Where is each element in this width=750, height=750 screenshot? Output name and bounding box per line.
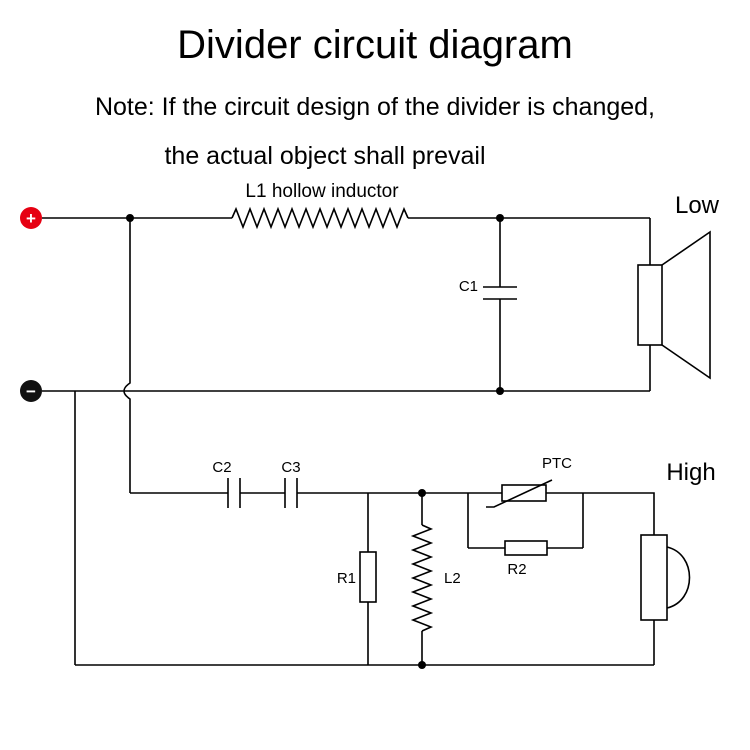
c2-capacitor-plates: [227, 478, 241, 508]
high-speaker-label: High: [666, 459, 715, 486]
c1-label: C1: [459, 278, 478, 295]
high-pass-section: C2 C3 R1 L2 PTC R2 High: [130, 455, 716, 665]
r2-resistor-body: [504, 540, 548, 556]
l2-inductor-coil: [410, 524, 434, 632]
ptc-label: PTC: [542, 455, 572, 472]
junction-dot: [496, 214, 504, 222]
minus-glyph: −: [26, 382, 36, 401]
junction-dot: [418, 489, 426, 497]
low-pass-section: L1 hollow inductor C1 Low: [42, 181, 720, 392]
note-line-1: Note: If the circuit design of the divid…: [95, 93, 655, 121]
l2-label: L2: [444, 570, 461, 587]
note-line-2: the actual object shall prevail: [164, 142, 485, 170]
plus-terminal-icon: [20, 207, 42, 229]
page-title: Divider circuit diagram: [177, 23, 573, 67]
parallel-block-verticals: [467, 493, 584, 548]
high-speaker-dome-icon: [666, 546, 691, 609]
minus-terminal-icon: [20, 380, 42, 402]
junction-dot: [496, 387, 504, 395]
plus-terminal: +: [20, 207, 42, 229]
minus-terminal: −: [20, 380, 42, 402]
junction-dot: [126, 214, 134, 222]
c3-label: C3: [281, 459, 300, 476]
ptc-diagonal-stroke: [486, 479, 553, 508]
high-speaker-body: [640, 534, 668, 621]
l1-inductor-label: L1 hollow inductor: [245, 181, 399, 202]
r1-resistor-body: [359, 551, 377, 603]
junction-dot: [418, 661, 426, 669]
c1-capacitor-plates: [483, 286, 517, 300]
hp-wire-4: [583, 492, 655, 535]
c2-label: C2: [212, 459, 231, 476]
c3-capacitor-plates: [284, 478, 298, 508]
low-speaker-label: Low: [675, 192, 720, 219]
r1-label: R1: [337, 570, 356, 587]
low-speaker-body: [637, 264, 663, 346]
plus-feed-vertical-with-hop: [123, 218, 131, 493]
r2-label: R2: [507, 561, 526, 578]
plus-glyph: +: [26, 209, 36, 228]
low-speaker-horn-icon: [661, 230, 711, 380]
l1-inductor-coil: [231, 206, 409, 230]
